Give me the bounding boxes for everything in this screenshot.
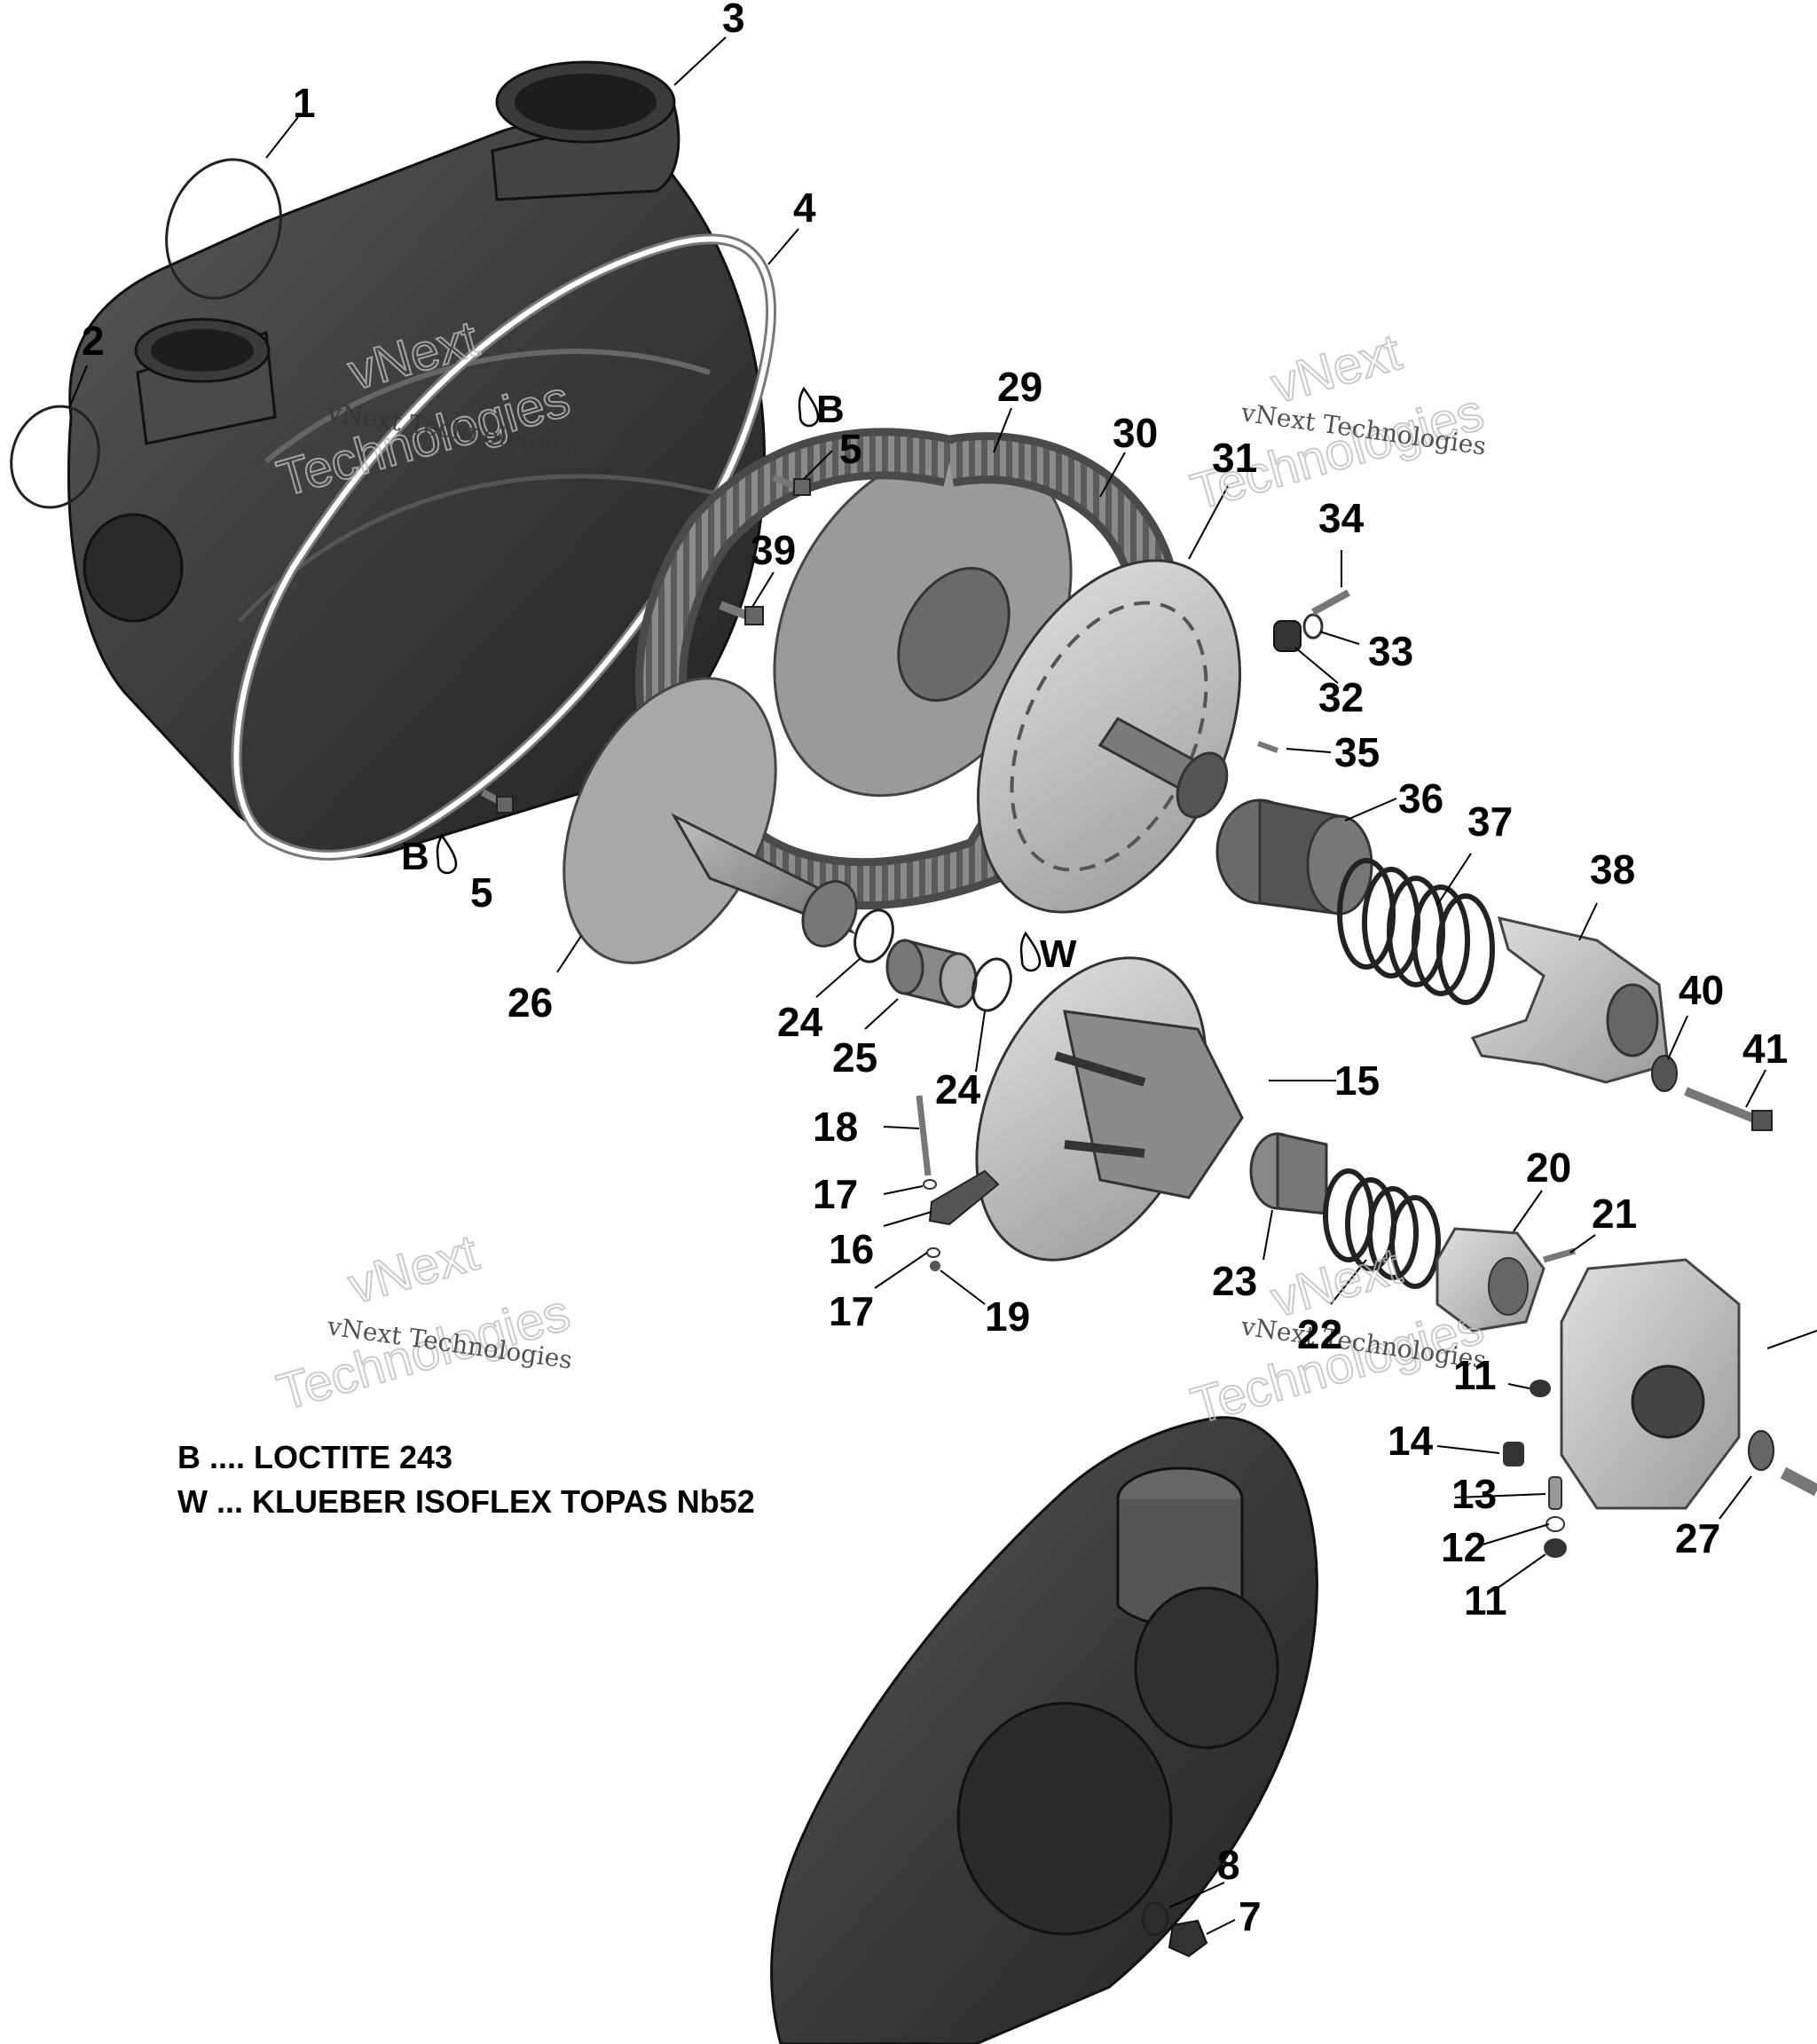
washer-part: [923, 1179, 937, 1190]
bolt-part: [772, 474, 811, 496]
callout-24a: 24: [777, 999, 823, 1045]
loctite-drop-icon: B: [798, 386, 845, 431]
callout-31: 31: [1212, 435, 1257, 481]
screw-part: [1256, 741, 1279, 753]
slider-part: [1503, 1442, 1524, 1466]
callout-37: 37: [1467, 798, 1513, 845]
callout-2: 2: [82, 318, 105, 364]
callout-27: 27: [1675, 1515, 1720, 1561]
nut-part: [930, 1261, 940, 1271]
callout-4: 4: [793, 185, 816, 231]
spring-part: [1323, 1168, 1441, 1289]
callout-12: 12: [1441, 1524, 1486, 1570]
callout-8: 8: [1217, 1842, 1240, 1888]
callout-11b: 11: [1464, 1577, 1507, 1623]
callout-41: 41: [1742, 1026, 1788, 1072]
screw-part: [1543, 1247, 1576, 1263]
bolt-part: [916, 1095, 932, 1176]
callout-33: 33: [1368, 628, 1413, 674]
callout-25: 25: [832, 1034, 877, 1081]
callouts: 1 2 3 4 5 5 39 29 30 31 34 33 32 35 36 3…: [82, 0, 1788, 1939]
callout-11a: 11: [1453, 1352, 1497, 1398]
loctite-drop-icon: B: [401, 833, 458, 878]
leader-lines: [68, 36, 1817, 1935]
svg-text:B: B: [401, 835, 429, 878]
bolt-part: [481, 789, 514, 814]
callout-3: 3: [722, 0, 745, 41]
inner-cover-part: [770, 1416, 1318, 2044]
bolt-part: [1684, 1087, 1758, 1124]
svg-text:vNext: vNext: [342, 1223, 484, 1315]
callout-18: 18: [813, 1104, 858, 1150]
callout-38: 38: [1590, 846, 1635, 892]
o-ring-part: [1141, 1901, 1169, 1937]
callout-36: 36: [1398, 775, 1443, 822]
o-ring-part: [971, 957, 1012, 1012]
weight-arm-part: [928, 1169, 1000, 1226]
washer-part: [926, 1247, 940, 1258]
callout-15: 15: [1334, 1057, 1380, 1104]
fan-sheave-part: [976, 559, 1242, 914]
callout-16: 16: [829, 1226, 874, 1272]
callout-13: 13: [1451, 1471, 1497, 1517]
callout-26: 26: [507, 979, 553, 1026]
bushing-part: [1249, 1132, 1328, 1215]
watermark: vNext Technologies vNext Technologies: [271, 1222, 577, 1422]
button-part: [1544, 1538, 1567, 1558]
roller-part: [1273, 620, 1302, 652]
spring-part: [1337, 858, 1495, 1005]
washer-part: [1651, 1055, 1678, 1092]
legend-grease: W ... KLUEBER ISOFLEX TOPAS Nb52: [177, 1483, 755, 1520]
o-ring-part: [853, 908, 894, 963]
callout-17b: 17: [829, 1288, 874, 1334]
plug-part: [1168, 1919, 1208, 1958]
callout-29: 29: [997, 364, 1042, 410]
watermark: vNext Technologies vNext Technologies: [1184, 322, 1491, 522]
callout-32: 32: [1318, 674, 1364, 720]
pin-part: [1548, 1476, 1562, 1510]
callout-21: 21: [1592, 1191, 1637, 1237]
button-part: [1530, 1380, 1551, 1397]
callout-35: 35: [1334, 729, 1380, 775]
callout-30: 30: [1113, 410, 1158, 456]
fixed-sheave-part: [562, 677, 858, 964]
callout-40: 40: [1679, 967, 1724, 1013]
movable-sheave-part: [975, 956, 1244, 1262]
callout-19: 19: [985, 1293, 1030, 1340]
callout-20: 20: [1526, 1144, 1571, 1191]
ring-part: [1215, 798, 1373, 916]
callout-7: 7: [1239, 1893, 1262, 1939]
callout-39: 39: [751, 527, 796, 573]
svg-text:W: W: [1040, 932, 1077, 976]
callout-24b: 24: [935, 1066, 981, 1112]
grease-drop-icon: W: [1019, 931, 1077, 976]
callout-23: 23: [1212, 1258, 1257, 1304]
callout-5a: 5: [839, 426, 862, 472]
bolt-part: [719, 601, 764, 625]
callout-34: 34: [1318, 495, 1365, 541]
washer-part: [1748, 1430, 1774, 1471]
callout-1: 1: [293, 80, 316, 126]
o-ring-part: [165, 158, 282, 300]
legend-loctite: B .... LOCTITE 243: [177, 1439, 453, 1475]
callout-17a: 17: [813, 1171, 858, 1217]
callout-14: 14: [1388, 1418, 1434, 1464]
o-ring-part: [10, 405, 100, 509]
pin-part: [1311, 589, 1350, 616]
callout-5b: 5: [470, 869, 493, 916]
svg-text:vNext: vNext: [1265, 323, 1407, 414]
outer-cover-part: [67, 60, 767, 859]
bushing-part: [885, 939, 978, 1009]
svg-text:B: B: [816, 388, 845, 431]
callout-22: 22: [1297, 1311, 1342, 1357]
washer-part: [1302, 613, 1324, 640]
